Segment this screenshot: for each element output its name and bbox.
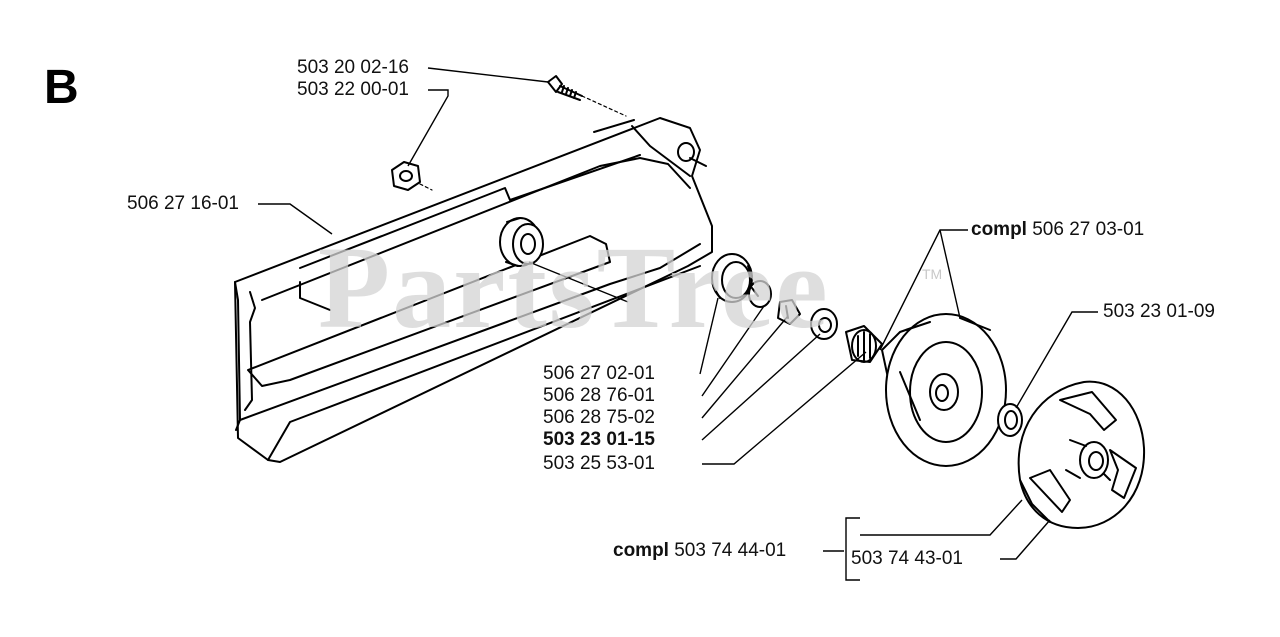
part-label-clutch-drum[interactable]: compl 506 27 03-01 <box>971 219 1144 241</box>
screw-part <box>547 75 627 117</box>
watermark-trademark: TM <box>922 266 943 282</box>
part-label-nut[interactable]: 503 22 00-01 <box>297 79 409 100</box>
part-label-sleeve[interactable]: 506 28 75-02 <box>543 407 655 428</box>
compl-prefix: compl <box>971 219 1027 240</box>
compl-prefix: compl <box>613 540 669 561</box>
part-label-screw[interactable]: 503 20 02-16 <box>297 57 409 78</box>
part-label-seal-ring[interactable]: 506 27 02-01 <box>543 363 655 384</box>
washer-part <box>810 308 838 340</box>
part-label-thrust-washer[interactable]: 503 23 01-09 <box>1103 301 1215 322</box>
part-label-clutch-assembly[interactable]: compl 503 74 44-01 <box>613 540 786 562</box>
needle-bearing-part <box>845 325 883 363</box>
section-letter: B <box>44 61 79 114</box>
clutch-cover-part <box>234 117 713 463</box>
part-label-circlip[interactable]: 506 28 76-01 <box>543 385 655 406</box>
seal-ring-part <box>711 253 753 303</box>
circlip-part <box>748 280 772 308</box>
thrust-washer-part <box>997 403 1023 437</box>
part-label-clutch-cover[interactable]: 506 27 16-01 <box>127 193 239 214</box>
nut-part <box>391 161 433 191</box>
part-label-clutch-shoe[interactable]: 503 74 43-01 <box>851 548 963 569</box>
part-number: 503 74 44-01 <box>674 540 787 561</box>
part-label-needle-bearing[interactable]: 503 25 53-01 <box>543 453 655 474</box>
part-number: 506 27 03-01 <box>1032 219 1145 240</box>
watermark-text: PartsTree <box>318 222 830 353</box>
part-label-washer[interactable]: 503 23 01-15 <box>543 429 655 450</box>
clutch-shoe-part <box>1017 380 1146 529</box>
clutch-drum-part <box>881 313 1007 467</box>
